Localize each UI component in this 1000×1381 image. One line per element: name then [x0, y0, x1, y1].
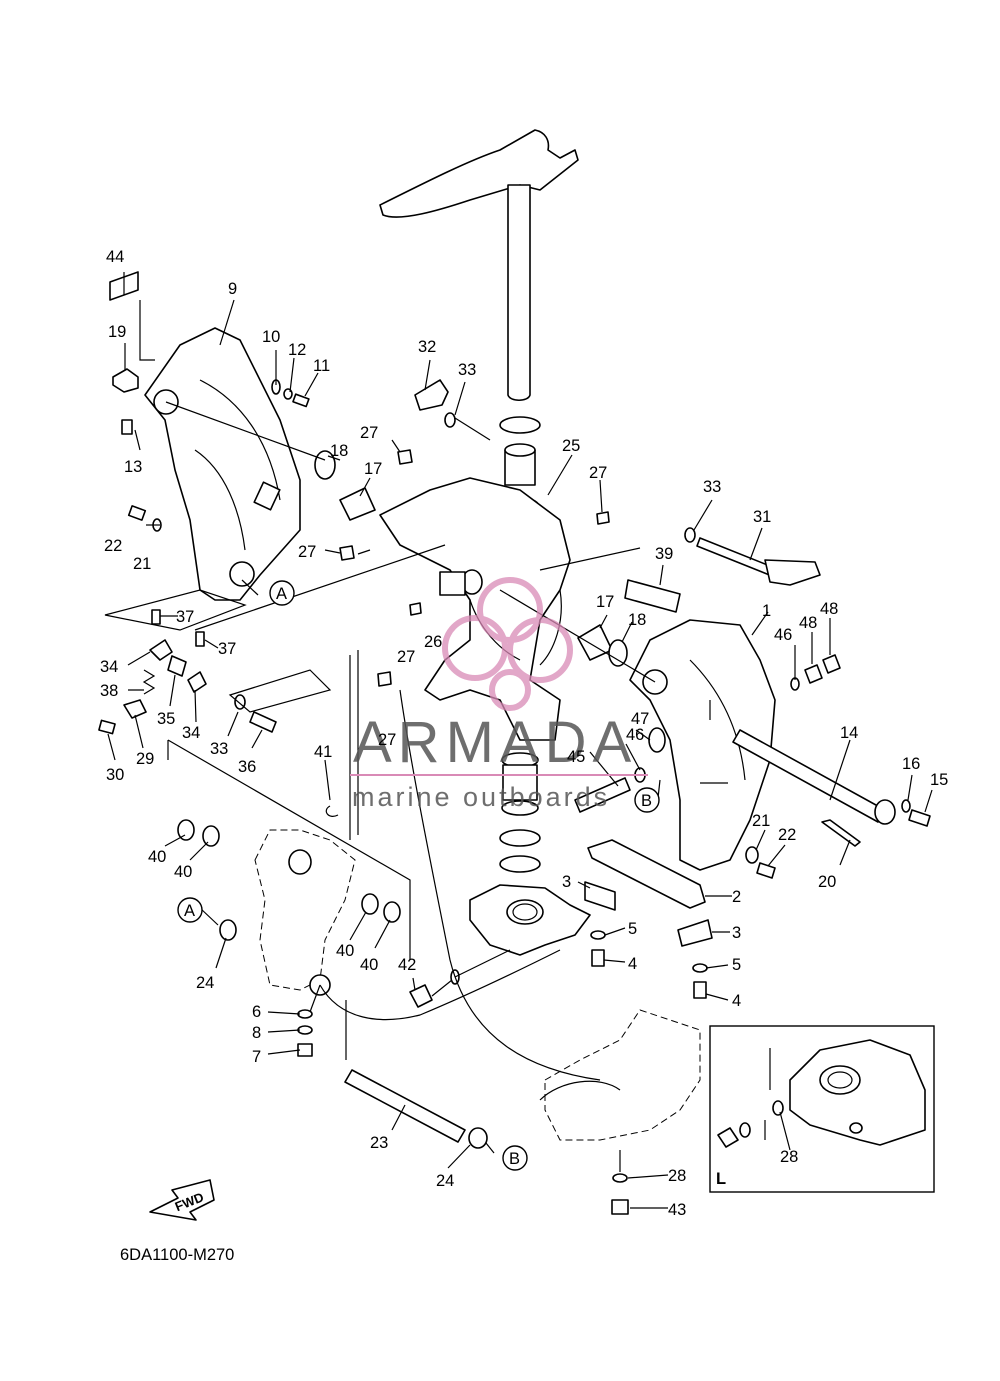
- small-hardware: [98, 271, 931, 1215]
- callout-6: 6: [252, 1003, 261, 1021]
- callout-21b: 21: [752, 812, 770, 830]
- callout-41: 41: [314, 743, 332, 761]
- callout-31: 31: [753, 508, 771, 526]
- callout-21a: 21: [133, 555, 151, 573]
- callout-11: 11: [313, 357, 330, 375]
- callout-19: 19: [108, 323, 126, 341]
- ref-b-circle-2: [502, 1145, 528, 1171]
- callout-29: 29: [136, 750, 154, 768]
- diagram-code: 6DA1100-M270: [120, 1246, 234, 1264]
- callout-24b: 24: [436, 1172, 454, 1190]
- callout-44: 44: [106, 248, 124, 266]
- callout-42: 42: [398, 956, 416, 974]
- callout-5a: 5: [628, 920, 637, 938]
- callout-40a: 40: [148, 848, 166, 866]
- callout-10: 10: [262, 328, 280, 346]
- callout-48b: 48: [799, 614, 817, 632]
- callout-46a: 46: [774, 626, 792, 644]
- inset-label: L: [716, 1170, 726, 1188]
- ref-b-circle-1: [634, 787, 660, 813]
- callout-33c: 33: [210, 740, 228, 758]
- callout-28b: 28: [780, 1148, 798, 1166]
- callout-37b: 37: [218, 640, 236, 658]
- callout-12: 12: [288, 341, 306, 359]
- ref-b-label-2: B: [509, 1150, 520, 1168]
- callout-3b: 3: [732, 924, 741, 942]
- callout-15: 15: [930, 771, 948, 789]
- callout-18a: 18: [330, 442, 348, 460]
- callout-16: 16: [902, 755, 920, 773]
- callout-25: 25: [562, 437, 580, 455]
- callout-28a: 28: [668, 1167, 686, 1185]
- callout-17a: 17: [364, 460, 382, 478]
- steering-arm: [379, 129, 579, 402]
- callout-1: 1: [762, 602, 771, 620]
- callout-17b: 17: [596, 593, 614, 611]
- ref-a-label-2: A: [184, 902, 195, 920]
- lower-left-bracket: [254, 829, 356, 996]
- callout-40c: 40: [336, 942, 354, 960]
- watermark-logo: [442, 577, 573, 711]
- callout-4b: 4: [732, 992, 741, 1010]
- callout-36: 36: [238, 758, 256, 776]
- callout-47: 47: [631, 710, 649, 728]
- callout-33a: 33: [458, 361, 476, 379]
- callout-18b: 18: [628, 611, 646, 629]
- callout-35: 35: [157, 710, 175, 728]
- lower-mount-bracket: [469, 884, 591, 956]
- callout-7: 7: [252, 1048, 261, 1066]
- leader-lines: [104, 272, 933, 1209]
- fwd-arrow-icon: FWD: [149, 1179, 215, 1221]
- callout-22b: 22: [778, 826, 796, 844]
- callout-37a: 37: [176, 608, 194, 626]
- callout-9: 9: [228, 280, 237, 298]
- callout-24a: 24: [196, 974, 214, 992]
- callout-labels: 44 9 19 10 12 11 13 18 17 22 21 27 27 32…: [100, 248, 948, 1219]
- callout-32: 32: [418, 338, 436, 356]
- callout-34a: 34: [100, 658, 118, 676]
- callout-22a: 22: [104, 537, 122, 555]
- callout-48a: 48: [820, 600, 838, 618]
- callout-8: 8: [252, 1024, 261, 1042]
- inset-detail-l: [709, 1025, 935, 1193]
- ref-a-circle-1: [269, 580, 295, 606]
- callout-45: 45: [567, 748, 585, 766]
- ref-b-label-1: B: [641, 792, 652, 810]
- watermark-brand: ARMADA: [353, 710, 637, 775]
- ref-a-circle-2: [177, 897, 203, 923]
- callout-23: 23: [370, 1134, 388, 1152]
- callout-14: 14: [840, 724, 858, 742]
- callout-13: 13: [124, 458, 142, 476]
- callout-27d: 27: [397, 648, 415, 666]
- callout-43: 43: [668, 1201, 686, 1219]
- ref-a-label-1: A: [276, 585, 287, 603]
- callout-27e: 27: [378, 731, 396, 749]
- through-shaft: [344, 1069, 488, 1149]
- callout-40b: 40: [174, 863, 192, 881]
- callout-27b: 27: [298, 543, 316, 561]
- callout-5b: 5: [732, 956, 741, 974]
- callout-46b: 46: [626, 726, 644, 744]
- tilt-lock-rod: [696, 537, 821, 586]
- lower-bushing-stack: [499, 752, 541, 873]
- callout-27c: 27: [589, 464, 607, 482]
- callout-30: 30: [106, 766, 124, 784]
- callout-27a: 27: [360, 424, 378, 442]
- callout-4a: 4: [628, 955, 637, 973]
- callout-39: 39: [655, 545, 673, 563]
- reference-markers: A A B B: [177, 580, 660, 1171]
- callout-20: 20: [818, 873, 836, 891]
- callout-26: 26: [424, 633, 442, 651]
- callout-3a: 3: [562, 873, 571, 891]
- watermark-tagline: marine outboards: [352, 782, 610, 812]
- tilt-tube: [732, 729, 896, 825]
- callout-2: 2: [732, 888, 741, 906]
- callout-33b: 33: [703, 478, 721, 496]
- callout-40d: 40: [360, 956, 378, 974]
- lower-housing-ghost: [539, 1009, 701, 1141]
- left-clamp-bracket: [144, 327, 301, 601]
- callout-34b: 34: [182, 724, 200, 742]
- callout-38: 38: [100, 682, 118, 700]
